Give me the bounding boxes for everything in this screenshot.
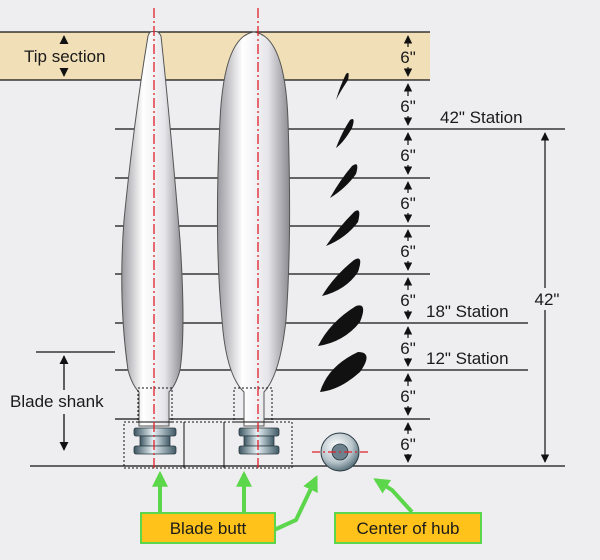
overall-dimension-bg — [528, 288, 564, 310]
segment-dimension: 6" — [400, 435, 416, 454]
blade-butt-callout-label: Blade butt — [170, 519, 247, 538]
airfoil-section — [326, 210, 360, 246]
wide-blade-butt — [238, 427, 280, 455]
airfoil-section — [330, 164, 358, 198]
thin-blade-butt — [133, 427, 177, 455]
segment-dimension: 6" — [400, 194, 416, 213]
segment-dimension: 6" — [400, 339, 416, 358]
airfoil-section — [320, 352, 367, 392]
airfoil-section — [318, 305, 364, 346]
segment-dimension: 6" — [400, 242, 416, 261]
overall-dimension-label: 42" — [535, 290, 560, 309]
thin-blade-shank-box — [137, 387, 173, 423]
airfoil-sections — [318, 72, 367, 392]
blade-shank-label: Blade shank — [10, 392, 104, 411]
gap-box — [183, 421, 225, 469]
blade-butt-arrow-hub — [273, 475, 318, 532]
thin-blade — [121, 31, 184, 427]
airfoil-section — [322, 258, 361, 296]
station-12-label: 12" Station — [426, 349, 509, 368]
center-of-hub-callout-label: Center of hub — [356, 519, 459, 538]
segment-dimension: 6" — [400, 48, 416, 67]
center-of-hub-arrow — [373, 478, 414, 514]
station-18-label: 18" Station — [426, 302, 509, 321]
segment-dimension: 6" — [400, 387, 416, 406]
blade-butt-callout-box — [140, 512, 276, 544]
wide-blade — [216, 31, 291, 427]
callout-arrows — [152, 470, 414, 532]
segment-dimension: 6" — [400, 97, 416, 116]
station-42-label: 42" Station — [440, 108, 523, 127]
airfoil-section — [336, 72, 349, 100]
tip-section-label-bg — [16, 44, 136, 68]
segment-dimension: 6" — [400, 291, 416, 310]
center-of-hub-callout-box — [334, 512, 482, 544]
tip-section-label: Tip section — [24, 47, 106, 66]
blade-centerlines — [153, 8, 259, 470]
segment-dimension: 6" — [400, 146, 416, 165]
blade-shank-label-bg — [8, 390, 124, 414]
segment-dimension-labels: 6" 6" 6" 6" 6" 6" 6" 6" 6" — [395, 47, 421, 454]
airfoil-section — [336, 119, 354, 148]
